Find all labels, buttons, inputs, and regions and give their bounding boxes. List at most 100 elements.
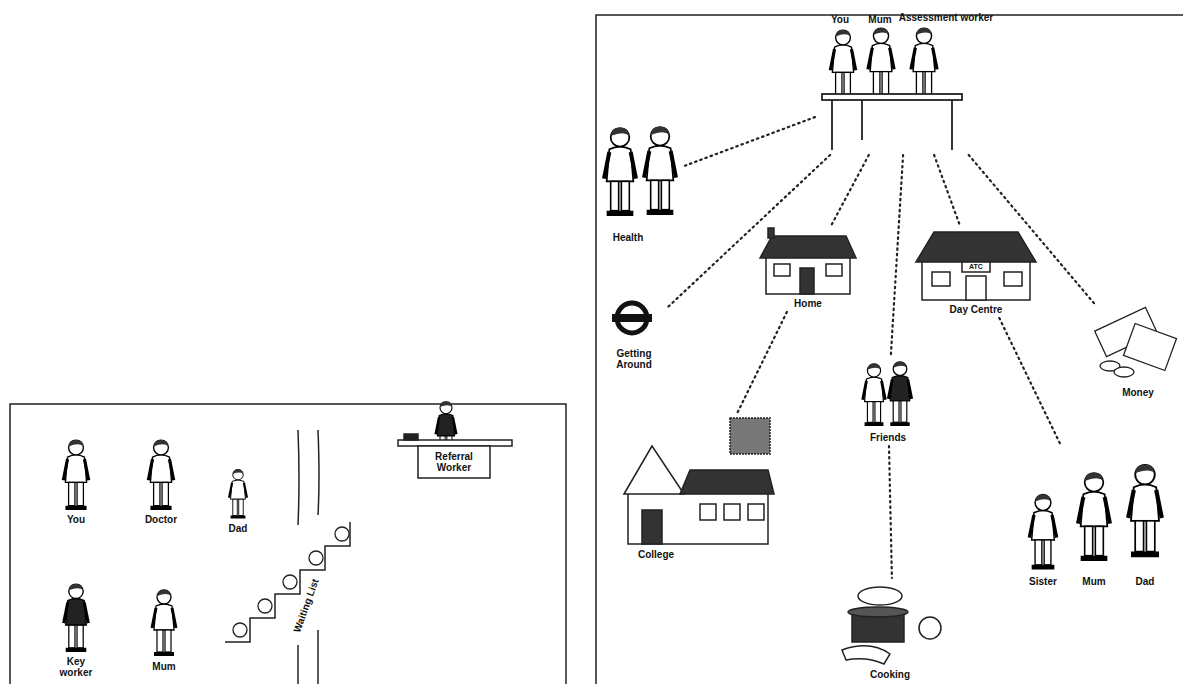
desk-drawing [398, 434, 512, 478]
window [826, 264, 842, 276]
door [966, 276, 986, 300]
table-drawing [822, 94, 962, 150]
dotted-connector [934, 155, 960, 226]
caption-label: Dad [218, 523, 258, 534]
dotted-connector [891, 155, 903, 356]
person-figure [604, 128, 636, 216]
house-drawing [760, 228, 856, 294]
illustration-node: Home [756, 226, 860, 312]
face [309, 551, 323, 565]
person-figure [152, 590, 176, 656]
caption-label: Doctor [136, 514, 186, 525]
person-figure [1128, 465, 1162, 558]
dotted-connector [737, 312, 787, 414]
caption-label: Mum [144, 661, 184, 672]
building-drawing [916, 232, 1036, 300]
node-label: Money [1113, 387, 1163, 398]
node-label: Day Centre [941, 304, 1011, 315]
person-figure [888, 362, 911, 426]
college-roof [680, 470, 774, 494]
college-drawing [624, 418, 774, 544]
bread [858, 587, 902, 605]
node-label: Getting Around [609, 348, 659, 370]
node-label: Friends [861, 432, 915, 443]
illustration-node: Money [1090, 305, 1182, 401]
table-top [822, 94, 962, 100]
person-figure [1078, 473, 1110, 561]
person-figure [148, 440, 173, 510]
face [283, 575, 297, 589]
door [642, 510, 662, 544]
college-gable [624, 446, 684, 494]
node-label: Cooking [860, 669, 920, 680]
caption-label: Key worker [54, 656, 98, 678]
desk-front [418, 446, 490, 478]
house-wall [766, 256, 850, 294]
building-wall [922, 260, 1030, 300]
cooking-drawing [842, 587, 941, 664]
person-figure [1029, 494, 1056, 569]
underground-symbol [612, 303, 652, 333]
dotted-connector [831, 155, 869, 226]
coin [1114, 367, 1134, 377]
caption-label: ATC [963, 263, 989, 271]
node-label: Mum [1076, 576, 1112, 587]
pot-rim [848, 607, 908, 617]
table-leg [951, 100, 953, 150]
node-label: Sister [1023, 576, 1063, 587]
building-roof [916, 232, 1036, 262]
face [335, 527, 349, 541]
dotted-connector [685, 117, 815, 166]
window [774, 264, 790, 276]
illustration-node: Friends [856, 356, 920, 446]
telephone [404, 434, 418, 440]
waiting-faces [233, 527, 349, 637]
dotted-connector [969, 155, 1096, 305]
window [748, 504, 764, 520]
picture-board [730, 418, 770, 454]
window [1004, 272, 1022, 286]
roundel-bar [612, 314, 652, 322]
door [800, 268, 814, 294]
illustration-node: Getting Around [608, 298, 666, 374]
illustration-node: Health [598, 118, 685, 246]
wall-line [318, 430, 319, 515]
node-label: Dad [1128, 576, 1162, 587]
apple [919, 617, 941, 639]
wall-line [297, 645, 299, 684]
window [700, 504, 716, 520]
left-panel [10, 404, 566, 684]
dotted-connector [889, 446, 892, 578]
building-sign [962, 262, 990, 272]
wall-line [317, 630, 319, 684]
wall-line [298, 430, 299, 525]
caption-label: You [56, 514, 96, 525]
stair-steps [225, 522, 350, 642]
chimney [768, 228, 774, 238]
person-figure [911, 28, 937, 100]
illustration-node: Sister Mum Dad [1022, 446, 1170, 590]
card [1124, 324, 1177, 371]
illustration-node: Cooking [836, 578, 950, 682]
money-drawing [1095, 307, 1177, 377]
person-figure [868, 28, 894, 100]
house-roof [760, 236, 856, 258]
window [724, 504, 740, 520]
stairs-drawing [225, 430, 350, 684]
table-leg [831, 100, 833, 150]
college-wall [628, 492, 768, 544]
node-label: Health [603, 232, 653, 243]
window [932, 272, 950, 286]
dotted-connector [666, 155, 830, 309]
node-label: Home [783, 298, 833, 309]
node-label: Assessment worker [896, 12, 996, 23]
person-figure [644, 127, 676, 215]
person-figure [830, 30, 855, 100]
person-figure [63, 440, 88, 510]
table-leg [861, 100, 863, 140]
dotted-connector [999, 318, 1061, 446]
illustration-node: College [620, 414, 780, 564]
